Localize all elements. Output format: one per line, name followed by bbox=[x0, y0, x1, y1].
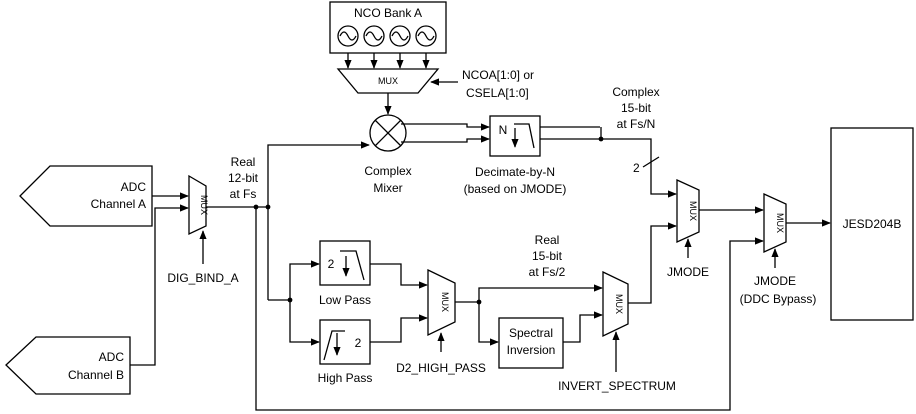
input-mux: MUX bbox=[188, 174, 209, 236]
complex-label-3: at Fs/N bbox=[617, 117, 656, 131]
jmode-bypass-label-1: JMODE bbox=[754, 274, 796, 288]
decimator-label-1: Decimate-by-N bbox=[475, 165, 555, 179]
jmode-bypass-label-2: (DDC Bypass) bbox=[740, 292, 817, 306]
decimator-block: N bbox=[489, 115, 541, 157]
dig-bind-label: DIG_BIND_A bbox=[167, 271, 238, 285]
nco-select-label-1: NCOA[1:0] or bbox=[462, 68, 534, 82]
oscillator-icon bbox=[337, 25, 359, 47]
real-in-label-2: 12-bit bbox=[228, 171, 259, 185]
spectral-mux-label: MUX bbox=[614, 294, 624, 314]
real-out-label-1: Real bbox=[535, 233, 560, 247]
adc-a-label-2: Channel A bbox=[91, 197, 146, 211]
nco-oscillator-icons bbox=[337, 25, 437, 47]
invert-spectrum-label: INVERT_SPECTRUM bbox=[558, 379, 676, 393]
jmode-label: JMODE bbox=[667, 265, 709, 279]
bus-width-label: 2 bbox=[633, 161, 640, 175]
decimator-glyph: N bbox=[499, 123, 508, 137]
filter-mux: MUX bbox=[427, 268, 456, 337]
low-pass-glyph: 2 bbox=[328, 257, 335, 271]
spectral-inversion-block: Spectral Inversion bbox=[498, 317, 564, 369]
mixer-label-1: Complex bbox=[364, 164, 411, 178]
jmode-mux-label: MUX bbox=[688, 201, 698, 221]
low-pass-label: Low Pass bbox=[319, 293, 371, 307]
real-out-label-3: at Fs/2 bbox=[529, 265, 566, 279]
complex-label-1: Complex bbox=[612, 85, 659, 99]
adc-b-label-2: Channel B bbox=[68, 368, 124, 382]
high-pass-filter: 2 bbox=[319, 319, 371, 365]
real-in-label-3: at Fs bbox=[230, 187, 257, 201]
d2-high-pass-label: D2_HIGH_PASS bbox=[396, 361, 486, 375]
nco-bank-title: NCO Bank A bbox=[354, 6, 422, 20]
spectral-label-1: Spectral bbox=[509, 326, 553, 340]
high-pass-glyph: 2 bbox=[355, 336, 362, 350]
oscillator-icon bbox=[363, 25, 385, 47]
high-pass-label: High Pass bbox=[318, 371, 373, 385]
bus-slash bbox=[642, 156, 660, 168]
input-mux-label: MUX bbox=[199, 195, 209, 215]
real-out-label-2: 15-bit bbox=[532, 249, 563, 263]
nco-mux: MUX bbox=[336, 68, 440, 94]
adc-b-label-1: ADC bbox=[99, 350, 125, 364]
oscillator-icon bbox=[415, 25, 437, 47]
oscillator-icon bbox=[389, 25, 411, 47]
bypass-mux: MUX bbox=[763, 192, 787, 254]
filter-mux-label: MUX bbox=[440, 292, 450, 312]
spectral-label-2: Inversion bbox=[507, 343, 556, 357]
nco-bank-a: NCO Bank A bbox=[329, 1, 447, 54]
mixer-label-2: Mixer bbox=[373, 181, 402, 195]
low-pass-filter: 2 bbox=[319, 240, 371, 286]
adc-channel-a: ADC Channel A bbox=[19, 165, 153, 227]
adc-a-label-1: ADC bbox=[121, 180, 147, 194]
jesd204b-block: JESD204B bbox=[830, 127, 914, 321]
nco-mux-label: MUX bbox=[378, 76, 398, 86]
complex-label-2: 15-bit bbox=[621, 101, 652, 115]
adc-channel-b: ADC Channel B bbox=[5, 336, 131, 395]
jesd-label: JESD204B bbox=[843, 217, 902, 231]
complex-mixer bbox=[369, 114, 407, 152]
decimator-label-2: (based on JMODE) bbox=[464, 182, 567, 196]
nco-select-label-2: CSELA[1:0] bbox=[466, 86, 529, 100]
jmode-mux: MUX bbox=[676, 178, 700, 244]
bypass-mux-label: MUX bbox=[775, 213, 785, 233]
real-in-label-1: Real bbox=[231, 155, 256, 169]
spectral-mux: MUX bbox=[602, 270, 629, 338]
